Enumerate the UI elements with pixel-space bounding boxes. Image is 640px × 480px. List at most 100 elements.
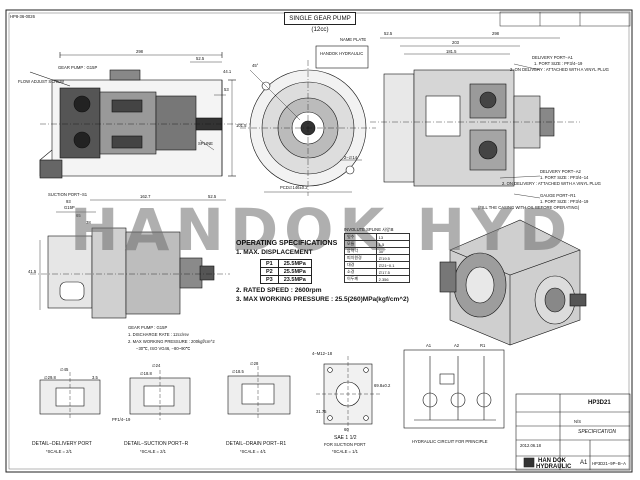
title-sheet-size: A1 [580,460,588,466]
lower-dim-left-1: 93 [66,199,71,204]
ops-value: 23.5MPa [277,275,312,284]
ops-item-3: 3. MAX WORKING PRESSURE : 25.5(260)MPa(k… [236,296,409,303]
front-flow-adjust-label: FLOW ADJUST SCREW [18,79,64,84]
suction-dim-2: ∅18.8 [140,371,152,376]
suction-dim-3: PF1/4−19 [112,417,131,422]
front-gear-pump-label: GEAR PUMP : G15P [58,65,98,70]
side-dim-angle: 45° [252,63,259,68]
ops-item-2: 2. RATED SPEED : 2600rpm [236,287,322,294]
spline-key: 피치원경 [344,254,377,263]
spline-key: 잇수 [344,233,377,242]
table-row: P3 23.5MPa [260,275,312,284]
detail-suction-port-r [129,370,191,420]
title-part-no: HP3D21−9P−B−A [592,461,626,466]
circuit-port-a2: A2 [454,343,460,348]
drain-port-scale: *SCALE = 4/1 [240,449,266,454]
table-row: 피치원경∅19.5 [344,254,411,263]
detail-delivery-port [39,372,101,420]
spline-value: ∅17.5 [375,268,411,277]
suction-port-r-scale: *SCALE = 2/1 [140,449,166,454]
hydraulic-circuit [403,349,505,429]
flange-dim-1: 69.8±0.2 [374,383,391,388]
delivery-port-scale: *SCALE = 2/1 [46,449,72,454]
lower-note-title: GEAR PUMP : G15P [128,325,168,330]
ops-value: 25.5MPa [277,259,312,268]
delivery-dim-2: ∅29.8 [44,375,56,380]
circuit-label: HYDRAULIC CIRCUIT FOR PRINCIPLE [412,439,488,444]
sheet-border [5,9,633,473]
spline-value: 13 [375,233,411,242]
side-dim-bolt-circle: PCD∅146±0.2 [280,185,308,190]
title-drawing-no: HP3D21 [588,400,611,406]
delivery-dim-1: ∅45 [60,367,69,372]
title-scale: N/S [574,419,581,424]
rear-dim-top-1: 52.5 [384,31,393,36]
drain-dim-1: ∅28 [250,361,259,366]
lower-dim-left-4: 38 [86,220,91,225]
spline-value: 30° [375,247,411,256]
front-spline-label: SPLINE [198,141,213,146]
flange-sub: FOR SUCTION PORT [324,442,366,447]
table-row: 소경∅17.5 [344,268,411,277]
lower-note-2: 2. MAX WORKING PRESSURE : 200kgf/cm^2 [128,339,215,344]
ops-port: P3 [260,275,279,284]
gauge-port-title: GAUGE PORT−R1 [540,193,576,198]
table-row: P2 25.5MPa [260,267,312,276]
front-dim-vert-3: 101.5 [236,123,247,128]
spline-value: ∅19.5 [375,254,411,263]
lower-dim-left-3: 65 [76,213,81,218]
spline-key: 모듈 [344,240,377,249]
title-company-1: HAN DOK [538,458,566,464]
watermark-text: HANDOK HYD [70,196,574,264]
delivery-a2-title: DELIVERY PORT−A2 [540,169,581,174]
detail-drain-port-r1 [227,366,291,420]
title-block [515,393,631,471]
flange-dim-2: 31.75 [316,409,327,414]
drain-port-label: DETAIL−DRAIN PORT−R1 [226,441,287,447]
flange-label: SAE 1 1/2 [334,435,357,441]
lower-note-1: 1. DISCHARGE RATE : 12cc/rev [128,332,189,337]
front-dim-offset: 52.5 [196,56,205,61]
lower-dim-left-2: G15P [64,205,75,210]
delivery-a1-note: 2. ON DELIVERY : ATTACHED WITH A VINYL P… [510,67,609,72]
revision-block [499,11,631,27]
delivery-a1-size: 1. PORT SIZE : PF3/4−19 [534,61,583,66]
ops-heading: OPERATING SPECIFICATIONS [236,240,338,247]
rear-view-body [370,37,580,199]
front-dim-vert-2: 53 [224,87,229,92]
suction-port-label: SUCTION PORT−S1 [48,192,88,197]
lower-note-3: −30℃, ISO VG46, −80~90℃ [136,346,191,351]
delivery-a2-size: 1. PORT SIZE : PF3/4−14 [540,175,589,180]
rear-dim-mid-2: 181.5 [446,49,457,54]
suction-port-r-label: DETAIL−SUCTION PORT−R [124,441,189,447]
side-name-plate-label: NAME PLATE [340,37,367,42]
flange-dim-3: 60 [344,427,349,432]
lower-dim-top: 162.7 [140,194,151,199]
title-company-2: HYDRAULIC [536,464,572,470]
title-date: 2012.06.18 [520,443,541,448]
side-view-flange [240,45,376,196]
table-row: 대경∅21−0.1 [344,261,411,270]
lower-dim-offset: 52.5 [208,194,217,199]
drain-dim-2: ∅18.5 [232,369,244,374]
ops-displacement-table: P1 25.5MPa P2 25.5MPa P3 23.5MPa [260,259,312,284]
spline-value: 2.356 [375,275,411,284]
front-view-cutaway [29,52,250,179]
delivery-port-label: DETAIL−DELIVERY PORT [32,441,92,447]
circuit-port-a1: A1 [426,343,432,348]
rear-dim-top-2: 298 [492,31,499,36]
front-dim-width: 298 [136,49,143,54]
lower-dim-vert: 41.5 [28,269,37,274]
rear-dim-mid-1: 203 [452,40,459,45]
ops-item-1: 1. MAX. DISPLACEMENT [236,249,313,256]
suction-dim-1: ∅24 [152,363,161,368]
drawing-title: SINGLE GEAR PUMP (12cc) [284,12,356,33]
circuit-port-r1: R1 [480,343,486,348]
drawing-id: HP8-36-0026 [10,14,35,19]
spline-value: ∅21−0.1 [375,261,411,270]
